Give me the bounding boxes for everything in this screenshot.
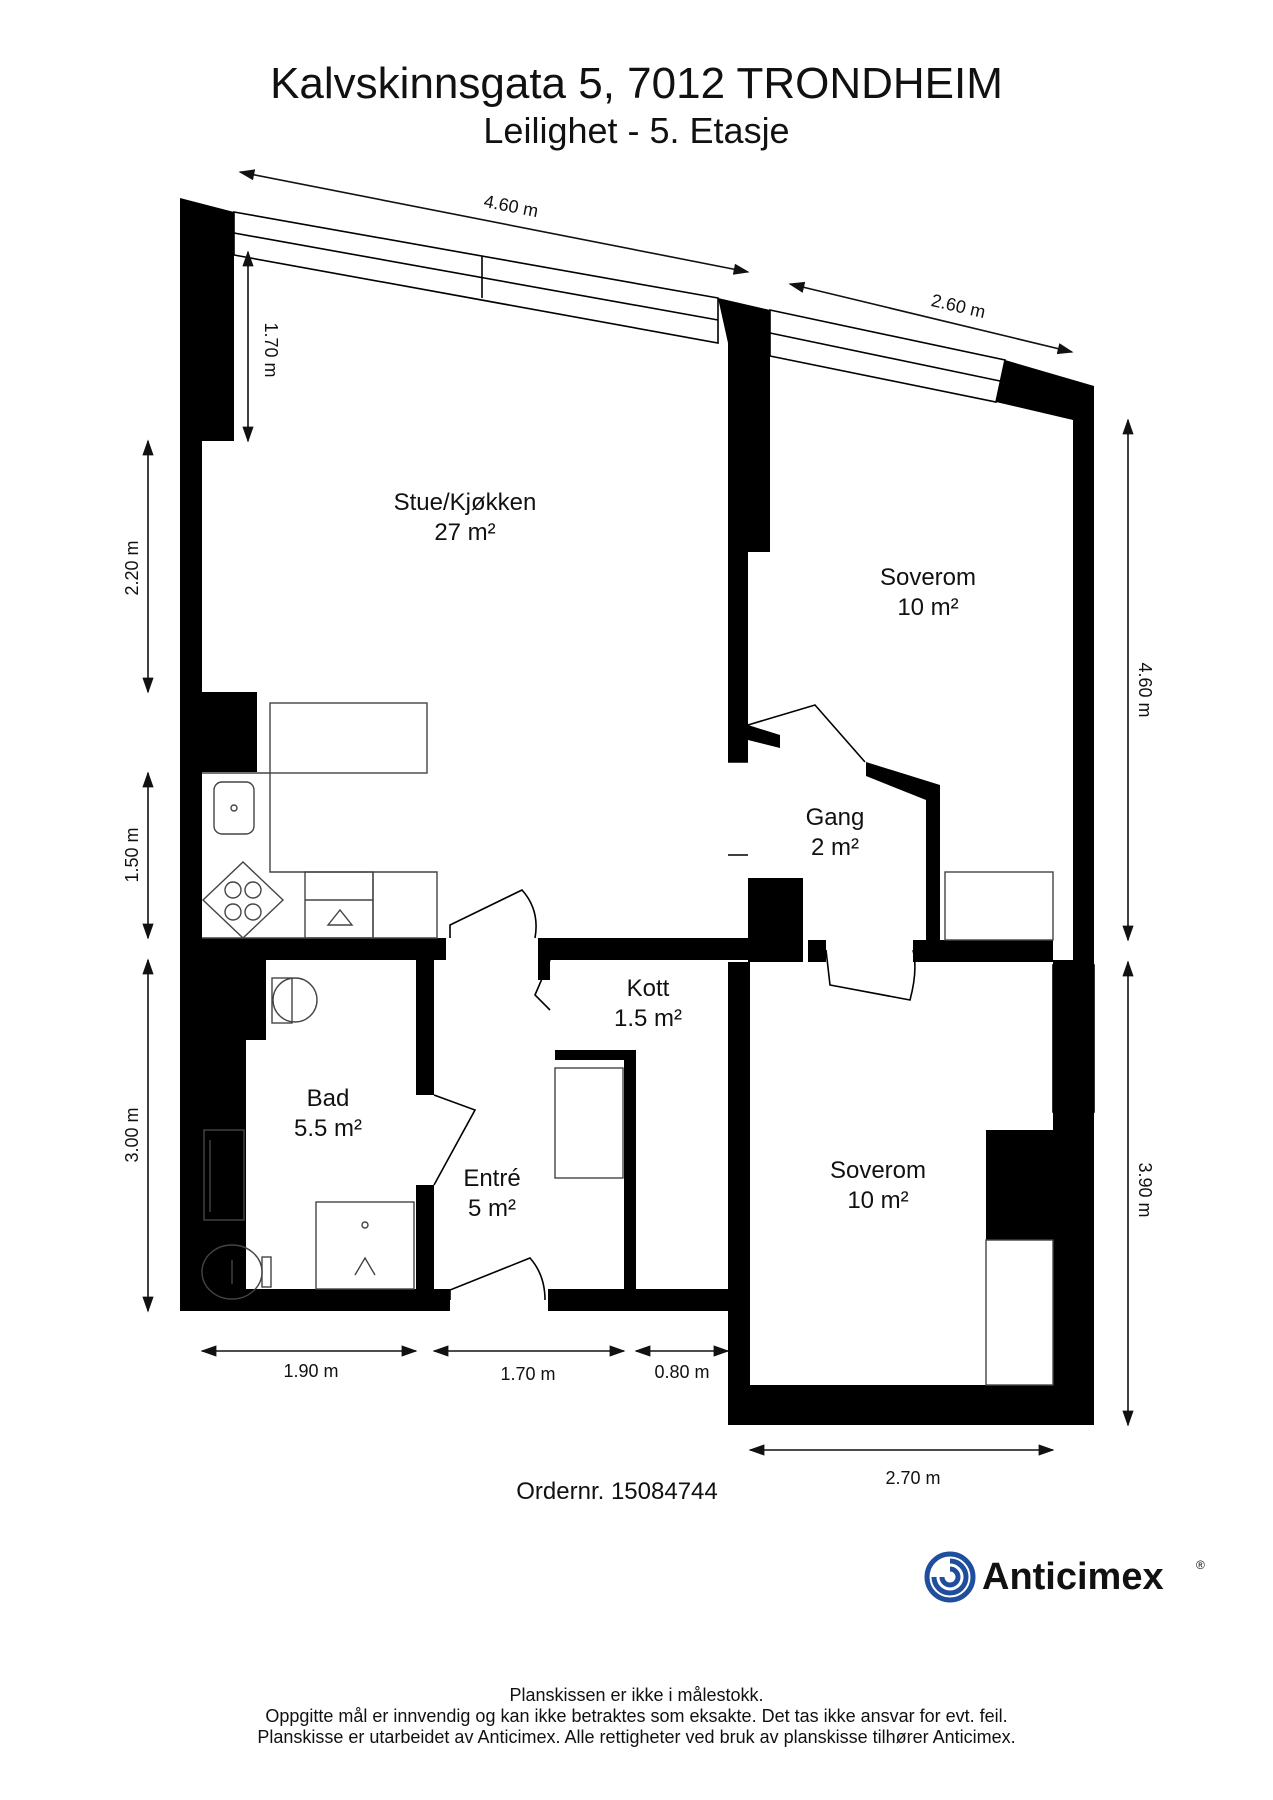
wall-bottom-right [728,1385,1094,1425]
dim-top-bedroom: 2.60 m [929,290,987,322]
wall-kitchen-closet [538,938,750,960]
wall-right-outer [996,360,1094,1425]
stove-icon [201,861,285,939]
room-living-name: Stue/Kjøkken [394,489,537,516]
wall-bedroom-left-stub [808,940,826,962]
wall-closet-inner-top [555,1050,635,1060]
bath-sink-icon [203,1129,245,1221]
wall-hall-column [748,878,803,962]
wall-right-bedroom-left [728,962,750,1425]
room-hall-area: 2 m² [811,834,859,861]
dim-bottom-bath: 1.90 m [283,1361,338,1381]
bedroom-wardrobe [944,871,1054,941]
wall-kitchen-block [202,692,257,772]
dim-top-living: 4.60 m [482,191,540,221]
dim-bottom-closet: 0.80 m [654,1362,709,1382]
address-title: Kalvskinnsgata 5, 7012 TRONDHEIM [270,59,1003,108]
dishwasher-icon [304,871,374,939]
anticimex-wordmark: Anticimex [982,1556,1164,1598]
sink-icon [213,781,255,835]
dim-bottom-entry: 1.70 m [500,1364,555,1384]
wall-closet-inner-right [624,1050,636,1289]
dim-line-top-bedroom [788,281,1074,355]
window-bedroom-north [769,309,1006,403]
washer-icon [201,1244,272,1300]
door-hall-bedroom-south [825,949,916,1001]
dim-line-top-living [238,169,750,275]
room-closet-name: Kott [627,975,670,1002]
wall-hall-left-top [748,725,780,748]
room-closet-area: 1.5 m² [614,1005,682,1032]
dim-inner-window: 1.70 m [261,322,281,377]
kitchen-island [269,702,428,774]
kitchen-counter [202,772,438,939]
dim-right-upper: 4.60 m [1135,662,1155,717]
dim-left-middle: 1.50 m [122,827,142,882]
room-bedroom-south-name: Soverom [830,1157,926,1184]
wall-bath-entry-lower [416,1185,434,1289]
footer-line-1: Planskissen er ikke i målestokk. [509,1685,764,1705]
room-bedroom-south-area: 10 m² [847,1187,908,1214]
dim-bottom-bedroom: 2.70 m [885,1468,940,1488]
room-bath-name: Bad [307,1085,350,1112]
wall-bottom-left [180,1289,450,1311]
wall-top-middle-pier [718,298,770,762]
room-living-area: 27 m² [434,519,495,546]
wardrobe-south [985,1239,1054,1386]
door-closet [534,959,551,1011]
fixtures [201,702,1054,1386]
wall-left-outer [180,198,234,1311]
dim-left-lower: 3.00 m [122,1107,142,1162]
floor-subtitle: Leilighet - 5. Etasje [483,110,790,151]
walls [180,198,1094,1425]
door-kitchen-entry [449,889,537,939]
anticimex-logo: Anticimex ® [920,1547,1220,1607]
room-bedroom-north-name: Soverom [880,564,976,591]
dim-right-lower: 3.90 m [1135,1162,1155,1217]
door-front [449,1257,546,1301]
anticimex-swirl-icon [924,1551,976,1603]
doors [433,704,916,1301]
wall-kitchen-bath [180,938,446,960]
room-entry-name: Entré [463,1165,520,1192]
dim-left-upper: 2.20 m [122,540,142,595]
door-hall-bedroom-north [747,704,866,763]
wall-bottom-middle [548,1289,750,1311]
closet-shelf [554,1067,624,1179]
wall-bath-entry [416,960,434,1095]
registered-mark: ® [1196,1558,1205,1572]
wall-right-mid [1053,960,1094,965]
door-bath [433,1094,477,1186]
room-bedroom-north-area: 10 m² [897,594,958,621]
room-hall-name: Gang [806,804,865,831]
footer-line-2: Oppgitte mål er innvendig og kan ikke be… [265,1706,1008,1726]
wall-bath-corner [202,960,266,1289]
room-bath-area: 5.5 m² [294,1115,362,1142]
wall-wardrobe-block [986,1130,1053,1240]
wall-hall-bottom [913,940,1053,962]
toilet-icon [271,977,318,1024]
room-entry-area: 5 m² [468,1195,516,1222]
window-living [233,211,719,344]
wall-hall-right [866,762,940,940]
order-number: Ordernr. 15084744 [516,1478,717,1505]
footer-line-3: Planskisse er utarbeidet av Anticimex. A… [257,1727,1016,1747]
shower-icon [315,1201,415,1290]
